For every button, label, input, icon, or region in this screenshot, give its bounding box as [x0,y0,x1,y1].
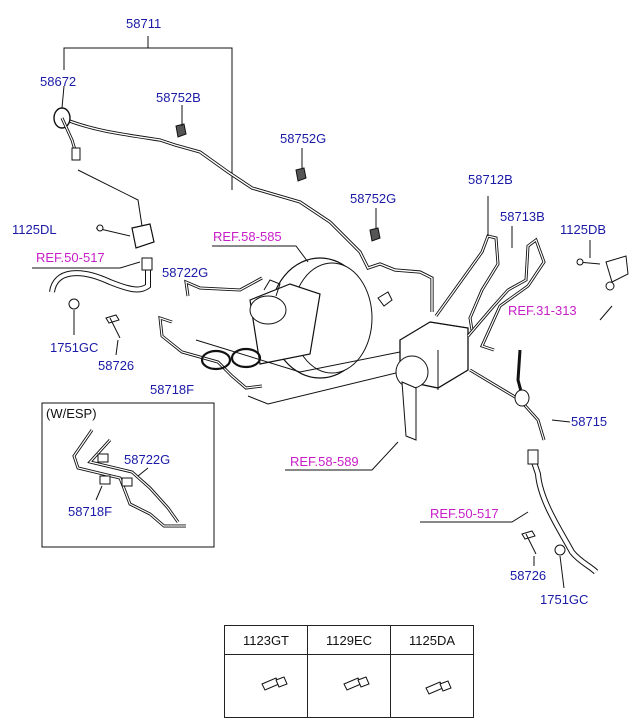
fastener-cell-1123gt [224,654,308,718]
callout-58713b: 58713B [500,209,545,224]
fastener-header-1129ec: 1129EC [307,625,391,655]
pipe-58718f [158,315,263,390]
fastener-header-1123gt: 1123GT [224,625,308,655]
callout-58711: 58711 [126,16,162,31]
callout-58726-b: 58726 [510,568,547,583]
callout-58712b: 58712B [468,172,513,187]
ref-58-585[interactable]: REF.58-585 [213,229,282,244]
callout-1751gc-b: 1751GC [540,592,589,607]
callout-1751gc-a: 1751GC [50,340,99,355]
ref-50-517-b[interactable]: REF.50-517 [430,506,499,521]
ref-31-313[interactable]: REF.31-313 [508,303,577,318]
bolt-58726-a [105,314,121,339]
fastener-cell-1125da [390,654,474,718]
fastener-header-1125da: 1125DA [390,625,474,655]
callout-58715: 58715 [571,414,608,429]
callout-58752g-a: 58752G [280,131,327,146]
callout-58718f-b: 58718F [68,504,113,519]
callout-58722g-a: 58722G [162,265,209,280]
master-cylinder [249,283,321,365]
pipe-58712b [434,234,500,331]
hose-right [529,455,599,575]
clip-58752g-b [369,227,381,242]
fastener-table: 1123GT 1129EC 1125DA [224,625,474,718]
esp-inset [41,402,215,548]
bolt-58726-b [521,530,537,555]
ref-50-517-a[interactable]: REF.50-517 [36,250,105,265]
fastener-cell-1129ec [307,654,391,718]
callout-1125dl: 1125DL [12,222,57,237]
mounting-bracket [401,381,417,441]
callout-58672: 58672 [40,74,77,89]
esp-box-title: (W/ESP) [46,406,97,421]
pipe-58715 [469,368,546,441]
callout-58752g-b: 58752G [350,191,397,206]
callout-58726-a: 58726 [98,358,135,373]
callout-1125db: 1125DB [560,222,607,237]
ref-58-589[interactable]: REF.58-589 [290,454,359,469]
clip-58752g-a [295,167,307,182]
clip-58752b [175,123,187,138]
mount-bracket [131,223,155,249]
leader-58711 [63,36,233,190]
bracket-1125db [605,255,629,283]
callout-58752b: 58752B [156,90,201,105]
callout-58718f-a: 58718F [150,382,195,397]
callout-58722g-b: 58722G [124,452,171,467]
